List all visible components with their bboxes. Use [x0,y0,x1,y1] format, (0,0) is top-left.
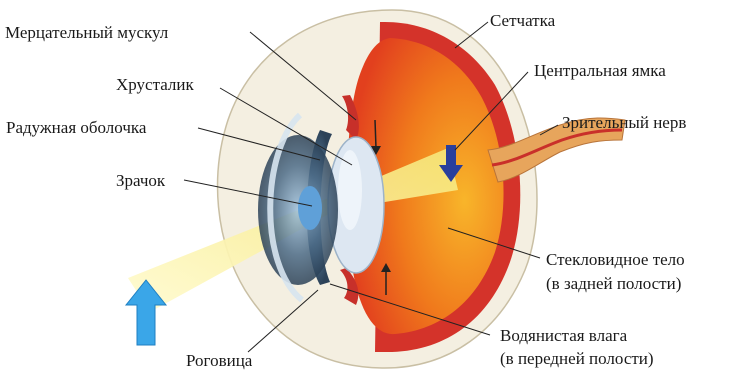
lens-highlight [338,150,362,230]
label-vitreous-1: Стекловидное тело [546,250,685,269]
label-iris: Радужная оболочка [6,118,147,137]
label-cornea: Роговица [186,351,253,370]
label-aqueous-1: Водянистая влага [500,326,628,345]
label-pupil: Зрачок [116,171,166,190]
label-ciliary-muscle: Мерцательный мускул [5,23,169,42]
label-lens: Хрусталик [116,75,195,94]
label-fovea: Центральная ямка [534,61,666,80]
pupil [298,186,322,230]
label-retina: Сетчатка [490,11,556,30]
label-optic-nerve: Зрительный нерв [562,113,686,132]
flow-arrow-upper [375,120,376,148]
label-aqueous-2: (в передней полости) [500,349,654,368]
label-vitreous-2: (в задней полости) [546,274,681,293]
